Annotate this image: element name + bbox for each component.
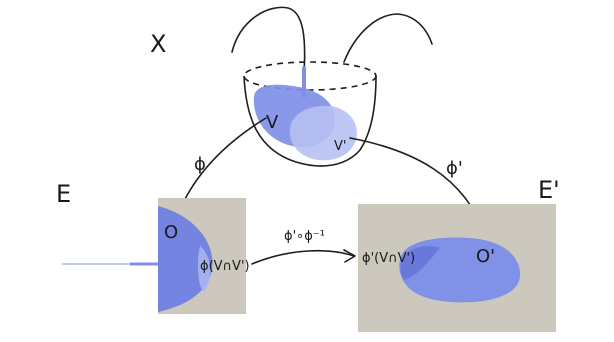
region-image-overlap-e-prime <box>400 246 440 280</box>
label-image-e-prime: ϕ'(V∩V') <box>362 251 415 266</box>
label-space-e-prime: E' <box>538 176 560 204</box>
label-space-e: E <box>56 180 71 208</box>
space-e-prime-group: E' O' ϕ'(V∩V') <box>358 176 560 332</box>
space-e-group: E O ϕ(V∩V') <box>56 180 250 314</box>
tendril-left <box>231 6 306 73</box>
label-set-v-prime: V' <box>334 139 346 154</box>
arrow-transition <box>251 250 355 265</box>
region-image-overlap-e <box>197 246 211 292</box>
label-transition: ϕ'∘ϕ⁻¹ <box>284 229 325 244</box>
transition-group: ϕ'∘ϕ⁻¹ <box>251 229 356 265</box>
region-v-prime <box>289 105 357 161</box>
region-image-e <box>158 206 213 312</box>
label-space-x: X <box>150 30 166 58</box>
space-x-group: X V V' <box>150 6 433 167</box>
label-phi-prime: ϕ' <box>446 158 463 179</box>
arrow-transition-head <box>343 249 356 263</box>
label-origin-e-prime: O' <box>476 246 495 267</box>
label-origin-e: O <box>164 222 178 243</box>
label-image-e: ϕ(V∩V') <box>200 259 250 274</box>
tendril-right <box>343 13 433 63</box>
label-phi: ϕ <box>194 154 206 175</box>
label-set-v: V <box>266 112 279 133</box>
